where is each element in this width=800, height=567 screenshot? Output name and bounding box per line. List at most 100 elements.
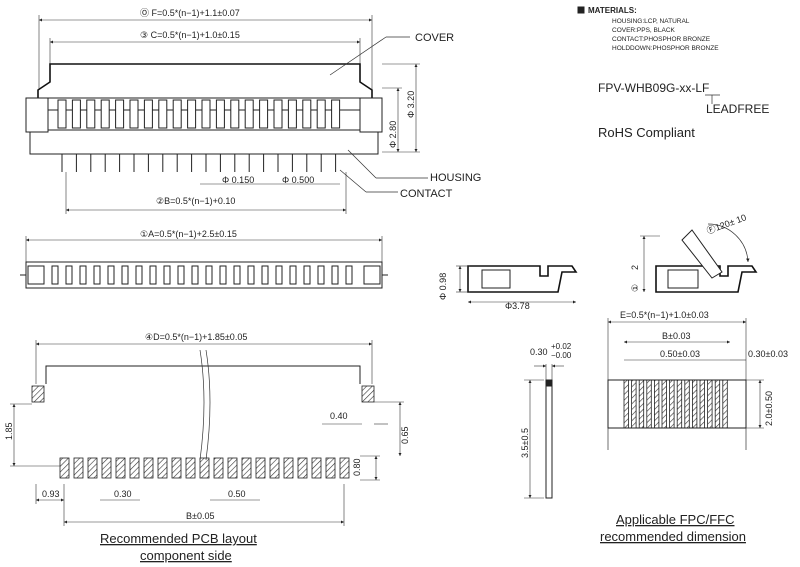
top-slot <box>331 265 339 285</box>
contact-slot <box>57 99 67 129</box>
top-slot <box>233 265 241 285</box>
dim-pcb093: 0.93 <box>42 489 60 499</box>
contact-slot <box>331 99 341 129</box>
contact-slot <box>201 99 211 129</box>
dim-h280: Φ 2.80 <box>388 121 398 148</box>
fpc-finger <box>638 379 645 429</box>
dim-pcb185: 1.85 <box>4 422 14 440</box>
contact-slot <box>215 99 225 129</box>
dim-pcbB: B±0.05 <box>186 511 214 521</box>
dim-fpc050: 0.50±0.03 <box>660 349 700 359</box>
pcb-pad <box>115 457 126 479</box>
part-info: FPV-WHB09G-xx-LF LEADFREE RoHS Compliant <box>598 81 769 140</box>
dim-open1: ① <box>630 284 640 292</box>
pcb-pad <box>143 457 154 479</box>
material-line: HOLDDOWN:PHOSPHOR BRONZE <box>612 45 719 52</box>
fpc-finger <box>661 379 667 429</box>
top-slot <box>65 265 73 285</box>
fpc-finger <box>676 379 683 429</box>
top-slot <box>205 265 213 285</box>
top-slot <box>219 265 227 285</box>
front-view: Ⓞ F=0.5*(n−1)+1.1±0.07 ③ C=0.5*(n−1)+1.0… <box>25 8 481 214</box>
pcb-pad <box>227 457 238 479</box>
pcb-pad <box>199 457 210 479</box>
dim-fpc20: 2.0±0.50 <box>764 391 774 426</box>
dim-open2: 2 <box>630 265 640 270</box>
pcb-pad <box>255 457 266 479</box>
dim-side378: Φ3.78 <box>505 301 530 311</box>
fpc-finger <box>722 379 728 429</box>
dim-fpc030: 0.30±0.03 <box>748 349 788 359</box>
fpc-finger <box>684 379 690 429</box>
pcb-pad <box>87 457 98 479</box>
dim-fpcT: 0.30 <box>530 347 548 357</box>
leadfree-label: LEADFREE <box>706 102 769 116</box>
dim-d-label: ④D=0.5*(n−1)+1.85±0.05 <box>145 332 247 342</box>
dim-p500: Φ 0.500 <box>282 175 314 185</box>
dim-pcb040: 0.40 <box>330 411 348 421</box>
materials-title: MATERIALS: <box>588 6 637 15</box>
pcb-pad <box>185 457 196 479</box>
contact-slot <box>302 99 312 129</box>
fpc-finger <box>707 379 713 429</box>
top-slot <box>303 265 311 285</box>
contact-slot <box>287 99 297 129</box>
pcb-pad <box>311 457 322 479</box>
contact-slot <box>230 99 240 129</box>
dim-angle: Ⓕ120± 10 <box>705 212 747 236</box>
pcb-pad <box>339 457 350 479</box>
dim-a-label: ①A=0.5*(n−1)+2.5±0.15 <box>140 229 237 239</box>
pcb-pad <box>269 457 280 479</box>
rohs-label: RoHS Compliant <box>598 125 695 140</box>
pcb-caption-2: component side <box>140 548 232 563</box>
dim-pcb080: 0.80 <box>352 458 362 476</box>
fpc-finger <box>623 379 629 429</box>
fpc-finger <box>699 379 705 429</box>
materials-bullet-icon <box>577 6 585 14</box>
callout-cover: COVER <box>415 32 454 44</box>
top-slot <box>275 265 283 285</box>
dim-b-label: ②B=0.5*(n−1)+0.10 <box>156 196 235 206</box>
contact-slot <box>115 99 125 129</box>
fpc-caption-1: Applicable FPC/FFC <box>616 512 734 527</box>
top-slot <box>163 265 171 285</box>
top-slot <box>317 265 325 285</box>
dim-pcb050: 0.50 <box>228 489 246 499</box>
top-slot <box>79 265 87 285</box>
contact-slot <box>129 99 139 129</box>
side-view-closed: Φ 0.98 Φ3.78 <box>438 265 578 311</box>
dim-side098: Φ 0.98 <box>438 273 448 300</box>
pcb-caption-1: Recommended PCB layout <box>100 531 257 546</box>
fpc-finger <box>631 379 637 429</box>
material-line: COVER:PPS, BLACK <box>612 27 676 34</box>
top-slot <box>289 265 297 285</box>
dim-f-label: Ⓞ F=0.5*(n−1)+1.1±0.07 <box>140 8 240 18</box>
dim-pcb030: 0.30 <box>114 489 132 499</box>
contact-slot <box>172 99 182 129</box>
pcb-pad <box>241 457 252 479</box>
pcb-pad <box>129 457 140 479</box>
top-view: ①A=0.5*(n−1)+2.5±0.15 <box>20 229 388 289</box>
fpc-finger <box>692 379 698 429</box>
dim-c-label: ③ C=0.5*(n−1)+1.0±0.15 <box>140 30 240 40</box>
materials-block: MATERIALS: HOUSING:LCP, NATURAL COVER:PP… <box>577 6 719 52</box>
top-slot <box>121 265 129 285</box>
callout-housing: HOUSING <box>430 172 481 184</box>
part-number: FPV-WHB09G-xx-LF <box>598 81 709 95</box>
dim-h320: Φ 3.20 <box>406 91 416 118</box>
pcb-pad <box>157 457 168 479</box>
pcb-pad <box>213 457 224 479</box>
dim-fpcTtol2: −0.00 <box>551 351 572 360</box>
dim-fpcTtol: +0.02 <box>551 342 572 351</box>
pcb-pad <box>171 457 182 479</box>
contact-slot <box>259 99 269 129</box>
pcb-layout: ④D=0.5*(n−1)+1.85±0.05 1.85 0.40 0.65 0.… <box>4 332 410 563</box>
top-slot <box>177 265 185 285</box>
material-line: CONTACT:PHOSPHOR BRONZE <box>612 36 711 43</box>
pcb-pad <box>59 457 70 479</box>
contact-slot <box>158 99 168 129</box>
fpc-finger <box>654 379 660 429</box>
pcb-pad <box>101 457 112 479</box>
dim-pcb065: 0.65 <box>400 426 410 444</box>
